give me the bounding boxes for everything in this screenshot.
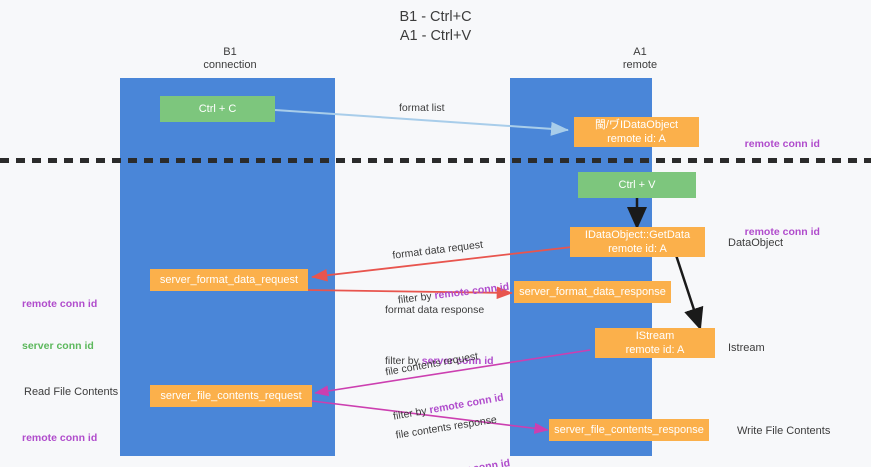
annotation-server-conn-id: server conn id bbox=[22, 340, 94, 352]
filter-prefix: filter by bbox=[385, 355, 422, 367]
annotation-remote-conn-id: remote conn id bbox=[22, 432, 98, 444]
edge-label-format-data-response: format data response filter by server co… bbox=[385, 273, 494, 399]
lane-header-a1: A1 remote bbox=[622, 46, 658, 71]
annotation-right-remote-conn-id-mid: remote conn id bbox=[733, 211, 820, 253]
edge-label-format-data-response-line1: format data response bbox=[385, 304, 485, 316]
annotation-write-file-contents: Write File Contents bbox=[737, 425, 831, 437]
node-server-file-contents-response[interactable]: server_file_contents_response bbox=[549, 419, 709, 441]
node-server-format-data-request[interactable]: server_format_data_request bbox=[150, 269, 308, 291]
annotation-left-conn-ids-top: remote conn id server conn id bbox=[22, 269, 97, 381]
annotation-remote-conn-id: remote conn id bbox=[22, 298, 98, 310]
annotation-istream: Istream bbox=[728, 342, 765, 354]
edge-label-format-list: format list bbox=[399, 102, 445, 114]
edge-label-file-contents-response-filter: filter by server conn id bbox=[402, 456, 512, 467]
filter-key-server-conn-id: server conn id bbox=[421, 355, 494, 367]
node-server-file-contents-request[interactable]: server_file_contents_request bbox=[150, 385, 312, 407]
annotation-left-conn-ids-bottom: remote conn id server conn id bbox=[22, 403, 97, 467]
edge-label-file-contents-request-line1: file contents request bbox=[384, 350, 480, 379]
edge-label-format-data-request-line1: format data request bbox=[391, 238, 484, 262]
node-idataobject[interactable]: 閩/ヷIDataObject remote id: A bbox=[574, 117, 699, 147]
node-server-format-data-response[interactable]: server_format_data_response bbox=[514, 281, 671, 303]
node-ctrl-c[interactable]: Ctrl + C bbox=[160, 96, 275, 122]
filter-key-server-conn-id: server conn id bbox=[438, 457, 511, 467]
node-istream[interactable]: IStream remote id: A bbox=[595, 328, 715, 358]
edge-label-file-contents-response-line1: file contents response bbox=[394, 413, 498, 442]
diagram-title: B1 - Ctrl+C A1 - Ctrl+V bbox=[399, 9, 472, 44]
annotation-text: remote conn id bbox=[744, 138, 820, 150]
annotation-dataobject: DataObject bbox=[728, 237, 784, 249]
edge-label-format-data-response-filter: filter by server conn id bbox=[385, 354, 494, 369]
node-ctrl-v[interactable]: Ctrl + V bbox=[578, 172, 696, 198]
annotation-text: remote conn id bbox=[744, 226, 820, 238]
annotation-right-remote-conn-id-top: remote conn id bbox=[733, 123, 820, 165]
section-divider bbox=[0, 158, 871, 163]
node-idataobject-getdata[interactable]: IDataObject::GetData remote id: A bbox=[570, 227, 705, 257]
annotation-read-file-contents: Read File Contents bbox=[24, 386, 119, 398]
lane-header-b1: B1 connection bbox=[203, 46, 257, 71]
